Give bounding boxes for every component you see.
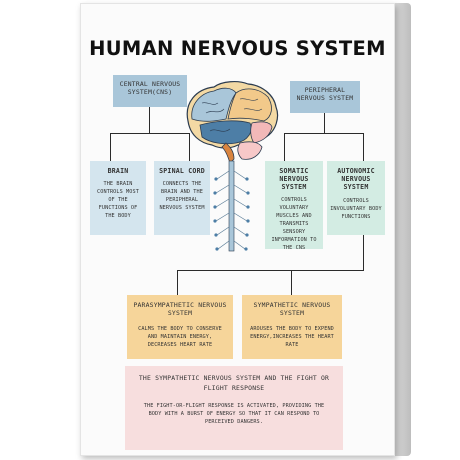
connector-brain — [110, 133, 111, 161]
connector-sympathetic — [291, 270, 292, 295]
cns-box: CENTRAL NERVOUS SYSTEM(CNS) — [113, 75, 187, 107]
connector-pns-horizontal — [284, 133, 364, 134]
parasympathetic-heading: PARASYMPATHETIC NERVOUS SYSTEM — [133, 301, 227, 317]
connector-branch-horizontal — [177, 270, 364, 271]
sympathetic-text: AROUSES THE BODY TO EXPEND ENERGY,INCREA… — [250, 326, 334, 349]
pns-box: PERIPHERAL NERVOUS SYSTEM — [290, 81, 360, 113]
connector-cns-horizontal — [110, 133, 190, 134]
fight-or-flight-text: THE FIGHT-OR-FLIGHT RESPONSE IS ACTIVATE… — [143, 403, 325, 426]
connector-parasympathetic — [177, 270, 178, 295]
poster-content: HUMAN NERVOUS SYSTEM CENTRAL NERVOUS SYS… — [80, 3, 395, 456]
spinal-cord-icon — [213, 160, 250, 252]
connector-cns-down — [149, 107, 150, 133]
fight-or-flight-heading: THE SYMPATHETIC NERVOUS SYSTEM AND THE F… — [138, 374, 330, 392]
connector-autonomic-down — [363, 235, 364, 270]
somatic-text: CONTROLS VOLUNTARY MUSCLES AND TRANSMITS… — [271, 196, 317, 252]
connector-spinal — [189, 133, 190, 161]
connector-somatic — [284, 133, 285, 161]
brain-box: BRAIN THE BRAIN CONTROLS MOST OF THE FUN… — [90, 161, 146, 235]
canvas-edge — [395, 3, 411, 456]
autonomic-text: CONTROLS INVOLUNTARY BODY FUNCTIONS — [330, 197, 382, 220]
somatic-box: SOMATIC NERVOUS SYSTEM CONTROLS VOLUNTAR… — [265, 161, 323, 252]
brain-icon — [186, 81, 279, 164]
autonomic-heading: AUTONOMIC NERVOUS SYSTEM — [337, 167, 375, 192]
parasympathetic-box: PARASYMPATHETIC NERVOUS SYSTEM CALMS THE… — [127, 295, 233, 359]
autonomic-box: AUTONOMIC NERVOUS SYSTEM CONTROLS INVOLU… — [327, 161, 385, 235]
pns-heading: PERIPHERAL NERVOUS SYSTEM — [296, 86, 354, 102]
brain-text: THE BRAIN CONTROLS MOST OF THE FUNCTIONS… — [97, 181, 139, 220]
sympathetic-box: SYMPATHETIC NERVOUS SYSTEM AROUSES THE B… — [242, 295, 342, 359]
somatic-heading: SOMATIC NERVOUS SYSTEM — [279, 167, 309, 192]
connector-autonomic — [363, 133, 364, 161]
spinal-cord-text: CONNECTS THE BRAIN AND THE PERIPHERAL NE… — [159, 181, 205, 212]
spinal-cord-heading: SPINAL CORD — [159, 167, 205, 175]
connector-pns-down — [324, 113, 325, 133]
fight-or-flight-box: THE SYMPATHETIC NERVOUS SYSTEM AND THE F… — [125, 366, 343, 450]
sympathetic-heading: SYMPATHETIC NERVOUS SYSTEM — [253, 301, 331, 317]
parasympathetic-text: CALMS THE BODY TO CONSERVE AND MAINTAIN … — [138, 326, 222, 349]
brain-heading: BRAIN — [107, 167, 129, 175]
cns-heading: CENTRAL NERVOUS SYSTEM(CNS) — [119, 80, 181, 96]
poster-title: HUMAN NERVOUS SYSTEM — [89, 37, 386, 60]
brain-illustration — [186, 81, 279, 252]
spinal-cord-box: SPINAL CORD CONNECTS THE BRAIN AND THE P… — [154, 161, 210, 235]
